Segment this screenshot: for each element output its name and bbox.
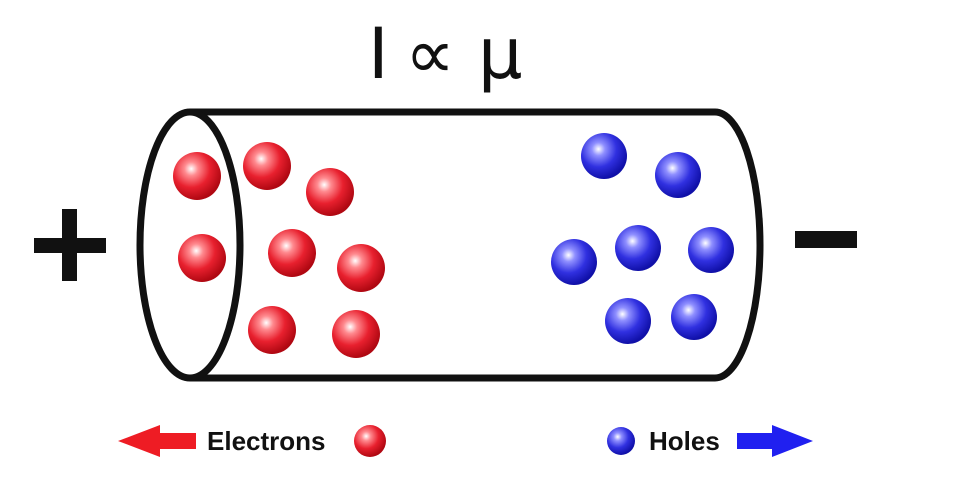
holes-group xyxy=(551,133,734,344)
formula: I ∝ μ xyxy=(368,13,523,95)
hole xyxy=(551,239,597,285)
legend-holes: Holes xyxy=(607,425,813,457)
electron xyxy=(173,152,221,200)
legend-electron-dot xyxy=(354,425,386,457)
legend-hole-dot xyxy=(607,427,635,455)
cylinder xyxy=(136,108,764,382)
hole xyxy=(671,294,717,340)
negative-terminal: − xyxy=(795,231,857,248)
arrow-left-icon xyxy=(118,425,196,457)
electrons-group xyxy=(173,142,385,358)
electron xyxy=(306,168,354,216)
hole xyxy=(615,225,661,271)
legend-electrons-label: Electrons xyxy=(207,426,326,456)
electron xyxy=(337,244,385,292)
electron xyxy=(268,229,316,277)
cylinder-body xyxy=(190,108,764,382)
legend-holes-label: Holes xyxy=(649,426,720,456)
electron xyxy=(178,234,226,282)
formula-mobility: μ xyxy=(478,13,523,95)
electron xyxy=(248,306,296,354)
hole xyxy=(688,227,734,273)
legend-electrons: Electrons xyxy=(118,425,386,457)
electron xyxy=(332,310,380,358)
hole xyxy=(581,133,627,179)
positive-terminal: + xyxy=(34,209,106,281)
hole xyxy=(605,298,651,344)
cylinder-end-face xyxy=(136,108,244,382)
formula-current: I xyxy=(368,13,389,95)
hole xyxy=(655,152,701,198)
arrow-right-icon xyxy=(737,425,813,457)
formula-proportional-symbol: ∝ xyxy=(405,13,455,95)
minus-bar xyxy=(795,231,857,248)
electron xyxy=(243,142,291,190)
plus-vertical-bar xyxy=(62,209,77,281)
